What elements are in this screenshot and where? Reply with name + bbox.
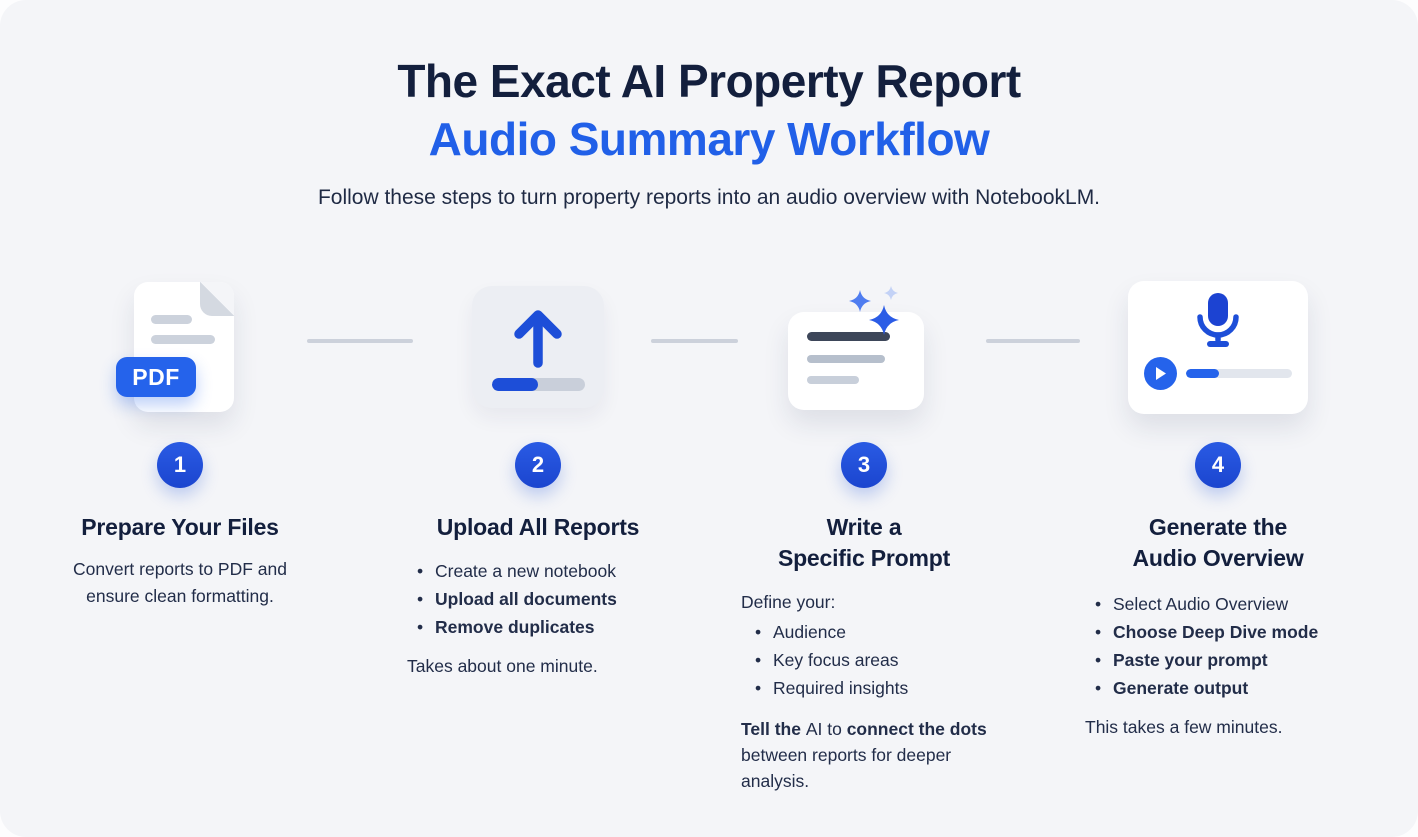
list-item: Key focus areas xyxy=(755,646,1007,674)
step-title: Generate the Audio Overview xyxy=(1132,514,1304,571)
step-number-badge: 1 xyxy=(157,442,203,488)
pdf-badge: PDF xyxy=(116,357,196,397)
list-item: Remove duplicates xyxy=(417,613,679,641)
step-column-4: 4 Generate the Audio Overview Select Aud… xyxy=(1058,277,1378,740)
folded-corner xyxy=(200,282,234,316)
step-number-badge: 4 xyxy=(1195,442,1241,488)
step3-icon-wrap xyxy=(704,277,1024,417)
list-item: Required insights xyxy=(755,674,1007,702)
step-column-2: 2 Upload All Reports Create a new notebo… xyxy=(378,277,698,679)
step-title: Prepare Your Files xyxy=(81,514,279,540)
step-footer-note: Takes about one minute. xyxy=(407,656,598,676)
text-line-decoration xyxy=(151,335,215,344)
step4-icon-wrap xyxy=(1058,277,1378,417)
step-content: Select Audio Overview Choose Deep Dive m… xyxy=(1085,590,1373,740)
step-number-badge: 2 xyxy=(515,442,561,488)
prompt-card xyxy=(788,312,924,410)
pdf-document-icon: PDF xyxy=(116,282,234,412)
step-column-3: 3 Write a Specific Prompt Define your: A… xyxy=(704,277,1024,794)
audio-progress-bar xyxy=(1186,368,1292,378)
step-intro: Define your: xyxy=(741,592,836,612)
prompt-document-sparkles-icon xyxy=(788,284,940,410)
step-title: Write a Specific Prompt xyxy=(777,514,951,571)
connector-line xyxy=(986,339,1080,343)
bullet-list: Audience Key focus areas Required insigh… xyxy=(741,618,1007,702)
step-content: Create a new notebook Upload all documen… xyxy=(407,557,679,679)
page-title: The Exact AI Property Report Audio Summa… xyxy=(0,52,1418,168)
step1-icon-wrap: PDF xyxy=(20,277,340,417)
title-line-2: Audio Summary Workflow xyxy=(428,113,990,165)
list-item: Select Audio Overview xyxy=(1095,590,1373,618)
sparkles-icon xyxy=(849,286,899,335)
page-subtitle: Follow these steps to turn property repo… xyxy=(317,186,1101,209)
step-footer-note: Tell the AI to connect the dots between … xyxy=(741,719,987,791)
audio-progress-fill xyxy=(1186,368,1219,378)
audio-player-row xyxy=(1144,356,1292,390)
step-content: Define your: Audience Key focus areas Re… xyxy=(741,588,1007,794)
upload-icon xyxy=(472,286,604,408)
step-title: Upload All Reports xyxy=(436,514,640,540)
list-item: Paste your prompt xyxy=(1095,646,1373,674)
text-line-decoration xyxy=(151,315,192,324)
bullet-list: Create a new notebook Upload all documen… xyxy=(407,557,679,641)
text-line-decoration xyxy=(807,332,890,341)
step-footer-note: This takes a few minutes. xyxy=(1085,717,1283,737)
step-column-1: PDF 1 Prepare Your Files Convert reports… xyxy=(20,277,340,610)
upload-progress-fill xyxy=(491,378,538,391)
list-item: Create a new notebook xyxy=(417,557,679,585)
step-number-badge: 3 xyxy=(841,442,887,488)
step-description: Convert reports to PDF and ensure clean … xyxy=(73,559,287,606)
list-item: Choose Deep Dive mode xyxy=(1095,618,1373,646)
step2-icon-wrap xyxy=(378,277,698,417)
upload-arrow-icon xyxy=(514,310,562,368)
text-line-decoration xyxy=(807,355,885,363)
audio-overview-player-icon xyxy=(1128,280,1308,414)
list-item: Generate output xyxy=(1095,674,1373,702)
microphone-icon xyxy=(1197,292,1239,347)
text-line-decoration xyxy=(807,376,859,384)
play-icon xyxy=(1144,356,1177,390)
connector-line xyxy=(651,339,738,343)
header: The Exact AI Property Report Audio Summa… xyxy=(0,52,1418,211)
title-line-1: The Exact AI Property Report xyxy=(397,55,1021,107)
list-item: Audience xyxy=(755,618,1007,646)
list-item: Upload all documents xyxy=(417,585,679,613)
connector-line xyxy=(307,339,413,343)
bullet-list: Select Audio Overview Choose Deep Dive m… xyxy=(1085,590,1373,702)
upload-progress-bar xyxy=(491,378,585,391)
